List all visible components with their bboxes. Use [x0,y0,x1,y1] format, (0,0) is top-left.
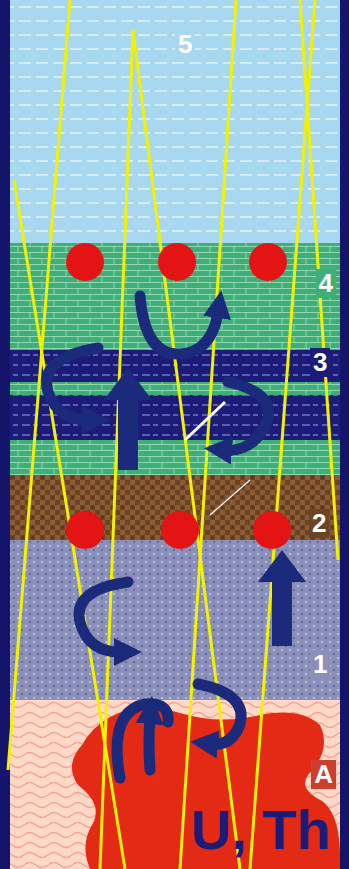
layer-number: 1 [310,650,330,679]
layer-number: A [311,760,336,789]
layer-number: 4 [316,269,336,298]
layer-number: 5 [175,30,195,59]
layer-number: 3 [310,348,330,377]
fracture-line [210,480,250,515]
element-label: U, Th [188,799,334,861]
flow-arrows [47,296,269,778]
basement-layer: A U, Th [10,700,340,869]
layer-number: 2 [309,509,329,538]
red-dots [66,243,291,549]
upward-arrows [104,368,306,646]
fracture-line [185,402,225,440]
fault-lines [8,0,338,869]
